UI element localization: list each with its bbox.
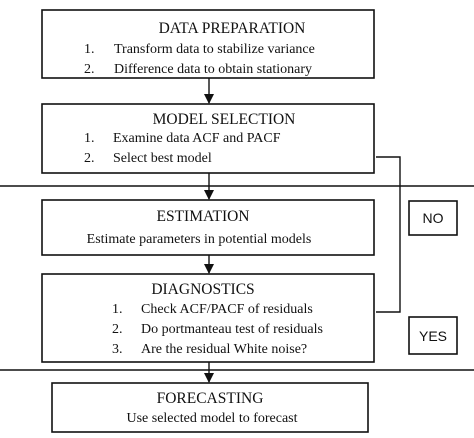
- estimation-text: Estimate parameters in potential models: [87, 232, 312, 247]
- step-text: Are the residual White noise?: [141, 342, 307, 357]
- yes-decision-box: YES: [408, 316, 458, 355]
- step-number: 2.: [84, 62, 95, 77]
- data-preparation-box: DATA PREPARATION 1. Transform data to st…: [41, 9, 375, 79]
- step-number: 3.: [112, 342, 123, 357]
- step-text: Select best model: [113, 151, 212, 166]
- step-number: 2.: [112, 322, 123, 337]
- model-selection-title: MODEL SELECTION: [153, 111, 296, 128]
- step-text: Check ACF/PACF of residuals: [141, 302, 313, 317]
- diagnostics-box: DIAGNOSTICS 1. Check ACF/PACF of residua…: [41, 273, 375, 363]
- step-text: Transform data to stabilize variance: [114, 42, 315, 57]
- no-decision-box: NO: [408, 200, 458, 236]
- forecasting-box: FORECASTING Use selected model to foreca…: [51, 382, 369, 433]
- estimation-title: ESTIMATION: [157, 208, 250, 225]
- step-number: 1.: [112, 302, 123, 317]
- data-preparation-title: DATA PREPARATION: [159, 20, 306, 37]
- step-number: 1.: [84, 131, 95, 146]
- step-text: Difference data to obtain stationary: [114, 62, 312, 77]
- forecasting-title: FORECASTING: [157, 390, 264, 407]
- feedback-loop-line: [376, 156, 401, 313]
- diagnostics-title: DIAGNOSTICS: [151, 281, 254, 298]
- estimation-box: ESTIMATION Estimate parameters in potent…: [41, 199, 375, 256]
- step-number: 1.: [84, 42, 95, 57]
- yes-label: YES: [419, 328, 447, 344]
- model-selection-box: MODEL SELECTION 1. Examine data ACF and …: [41, 103, 375, 174]
- step-text: Do portmanteau test of residuals: [141, 322, 323, 337]
- step-number: 2.: [84, 151, 95, 166]
- no-label: NO: [423, 210, 444, 226]
- forecasting-text: Use selected model to forecast: [126, 411, 297, 426]
- step-text: Examine data ACF and PACF: [113, 131, 281, 146]
